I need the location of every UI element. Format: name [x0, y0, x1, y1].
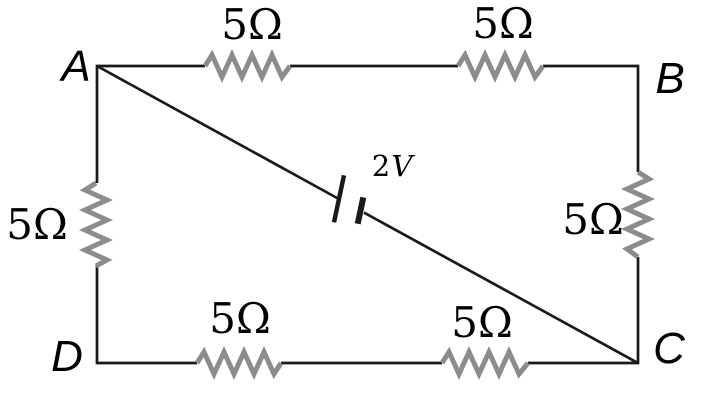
battery-plate-short [354, 196, 367, 225]
resistor-right [620, 169, 656, 260]
node-label-c: C [653, 324, 686, 373]
resistor-label-right: 5Ω [562, 195, 624, 244]
node-label-a: A [58, 42, 90, 91]
resistor-group [78, 48, 656, 381]
resistor-bottom-right [439, 345, 530, 381]
resistor-top-left [202, 48, 293, 84]
battery-value: 2 [372, 149, 390, 183]
resistor-label-bottom-left: 5Ω [209, 294, 271, 343]
resistor-label-top-left: 5Ω [221, 0, 283, 49]
wire-diagonal-ac [96, 64, 639, 365]
node-label-b: B [655, 54, 684, 103]
node-label-d: D [51, 332, 83, 381]
resistor-label-top-right: 5Ω [472, 0, 534, 48]
resistor-left [78, 180, 114, 269]
label-group: A B C D 5Ω 5Ω 5Ω 5Ω 5Ω 5Ω 2 V [6, 0, 686, 381]
battery-unit: V [392, 149, 416, 183]
resistor-label-bottom-right: 5Ω [451, 298, 513, 347]
battery-plate-long [331, 174, 347, 223]
wire-group [95, 64, 640, 365]
resistor-label-left: 5Ω [6, 200, 68, 249]
resistor-top-right [455, 48, 546, 84]
resistor-bottom-left [194, 345, 284, 381]
